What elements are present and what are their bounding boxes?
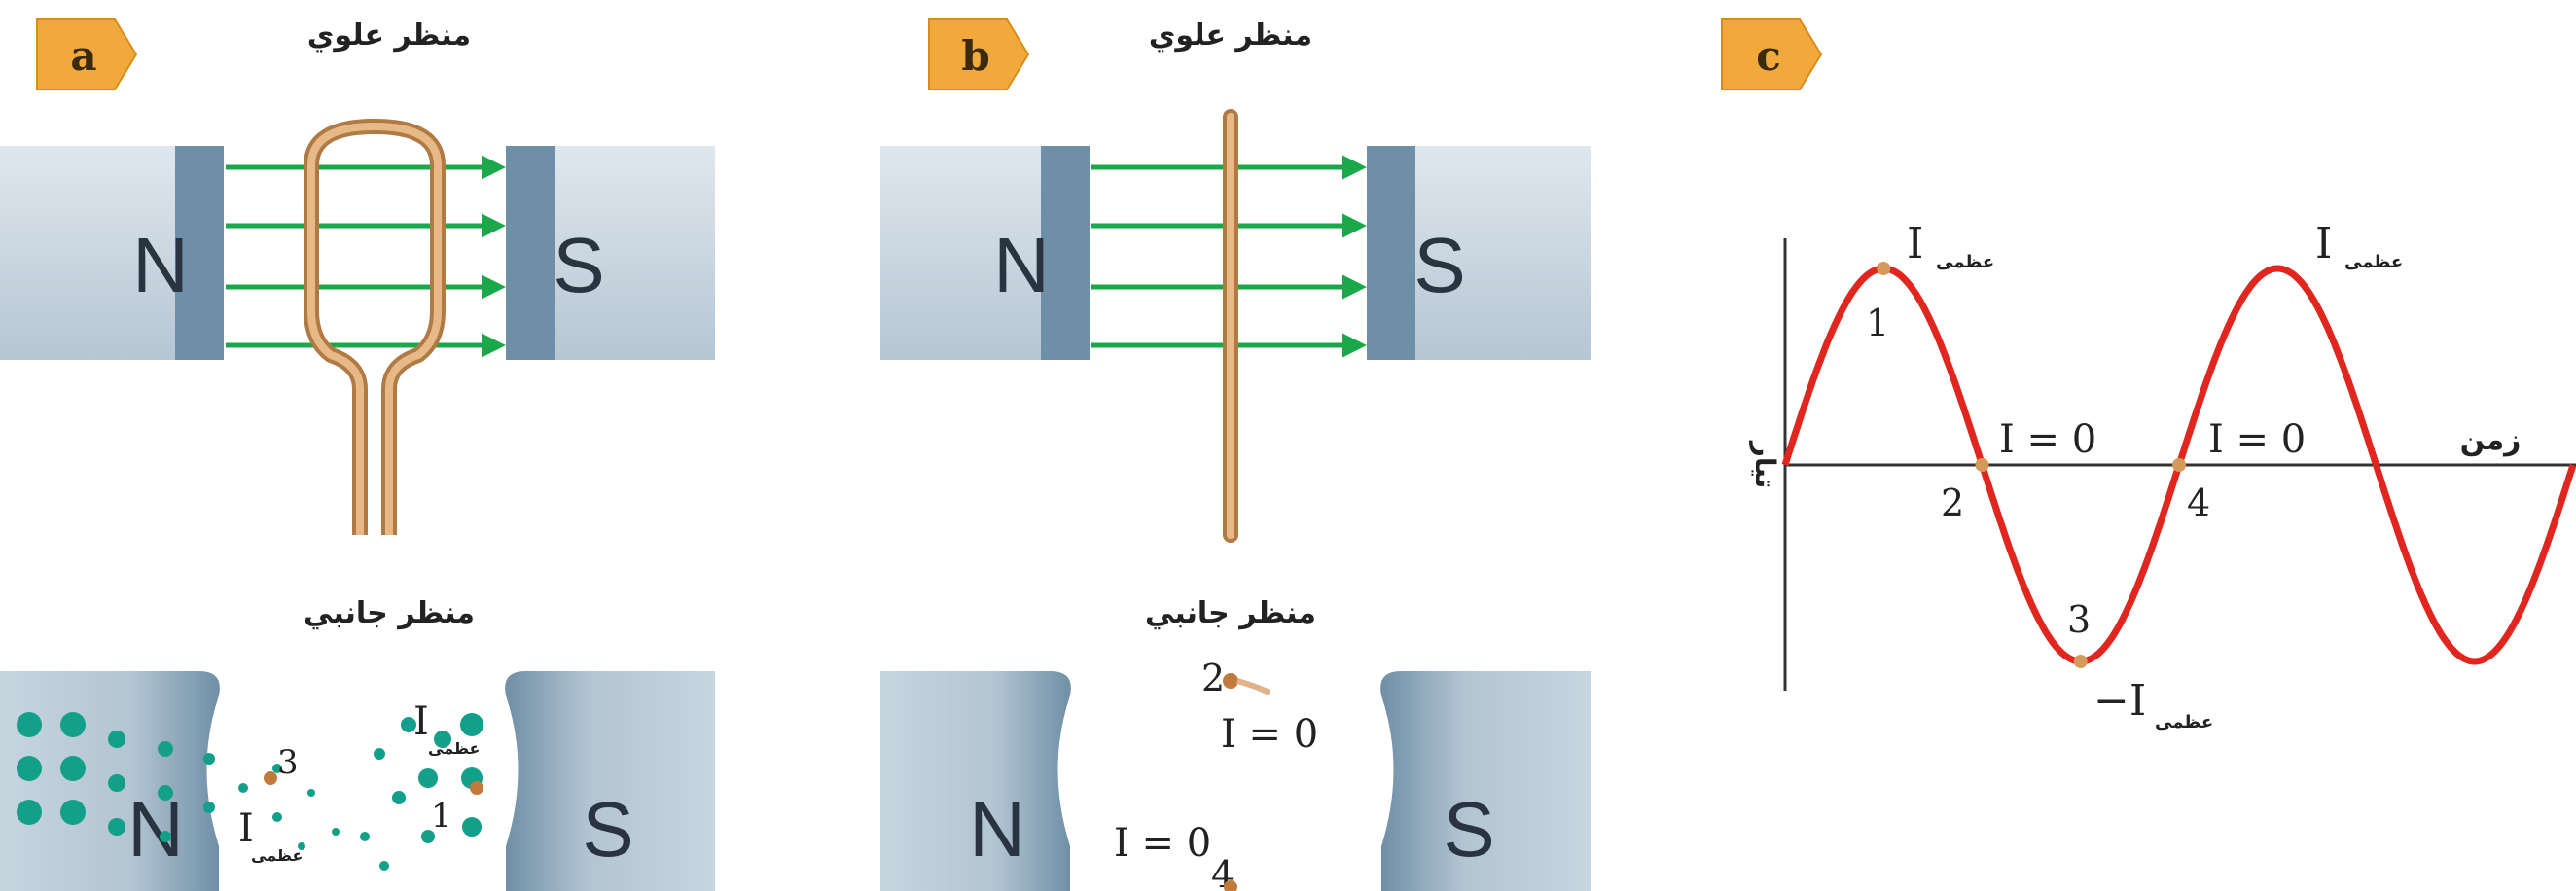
panel-a: a منظر علوي N S منظر جانبي N S (0, 18, 715, 891)
zero-label-2: I = 0 (1999, 417, 2096, 462)
series-points (1877, 262, 2186, 668)
imax-neg-sub-label: عظمى (2155, 712, 2213, 732)
coil-loop-a (304, 119, 446, 535)
imax-label-2: I (2315, 219, 2332, 268)
y-axis-label: تيار (1749, 440, 1781, 489)
pole-s-side-a: S (582, 786, 633, 873)
field-lines-a (226, 155, 506, 358)
badge-c-label: c (1756, 32, 1781, 80)
data-point-4 (2172, 458, 2186, 472)
pole-s-top-a: S (553, 222, 604, 308)
imax-a-top: I (413, 699, 429, 744)
badge-a-label: a (70, 32, 96, 80)
imax-sub-a-top: عظمى (428, 739, 480, 758)
panel-b-top-title: منظر علوي (1149, 18, 1312, 53)
point-1-label: 1 (1866, 302, 1889, 344)
panel-b: b منظر علوي N S منظر جانبي N S 2 I = 0 I… (880, 18, 1591, 891)
data-point-3 (2073, 655, 2088, 668)
magnet-s-side-a (505, 671, 715, 891)
label-1-a: 1 (431, 797, 452, 836)
imax-a-bottom: I (238, 806, 254, 851)
point-2-label: 2 (1941, 481, 1964, 524)
wire-dot-2-b (1223, 673, 1238, 689)
magnet-n-side-b (880, 671, 1071, 891)
pole-s-side-b: S (1443, 786, 1494, 873)
zero-label-4: I = 0 (2208, 417, 2306, 462)
imax-sub-label-1: عظمى (1936, 252, 1994, 272)
imax-neg-label: −I (2093, 676, 2146, 726)
data-point-2 (1975, 458, 1989, 472)
imax-label-1: I (1907, 219, 1923, 268)
panel-b-side-title: منظر جانبي (1145, 596, 1316, 630)
label-3-a: 3 (277, 743, 299, 782)
pole-n-top-a: N (132, 222, 189, 308)
wire-dot-4-b (1224, 880, 1237, 891)
badge-b-label: b (961, 32, 989, 80)
imax-sub-label-2: عظمى (2344, 252, 2403, 272)
pole-n-side-b: N (969, 786, 1025, 873)
point-4-label: 4 (2187, 481, 2210, 524)
wire-dot-1-a (470, 781, 483, 795)
x-axis-label: زمن (2460, 423, 2522, 457)
zero-bottom-b: I = 0 (1114, 821, 1211, 866)
pole-s-top-b: S (1413, 222, 1465, 308)
panel-a-side-title: منظر جانبي (304, 596, 475, 630)
label-2-b: 2 (1201, 657, 1225, 699)
zero-top-b: I = 0 (1221, 712, 1318, 757)
panel-c: c تيار زمن I عظمى 1 I عظمى I = 0 2 I = 0… (1721, 18, 2576, 732)
pole-n-side-a: N (127, 786, 184, 873)
point-3-label: 3 (2067, 598, 2091, 641)
data-point-1 (1877, 262, 1891, 275)
magnet-s-side-b (1380, 671, 1591, 891)
badge-a: a (36, 18, 138, 90)
panel-a-top-title: منظر علوي (307, 18, 471, 53)
imax-sub-a-bottom: عظمى (251, 846, 303, 865)
pole-n-top-b: N (993, 222, 1050, 308)
wire-dot-3-a (264, 771, 277, 785)
badge-c: c (1721, 18, 1823, 90)
field-dots-a (17, 712, 483, 871)
badge-b: b (928, 18, 1030, 90)
